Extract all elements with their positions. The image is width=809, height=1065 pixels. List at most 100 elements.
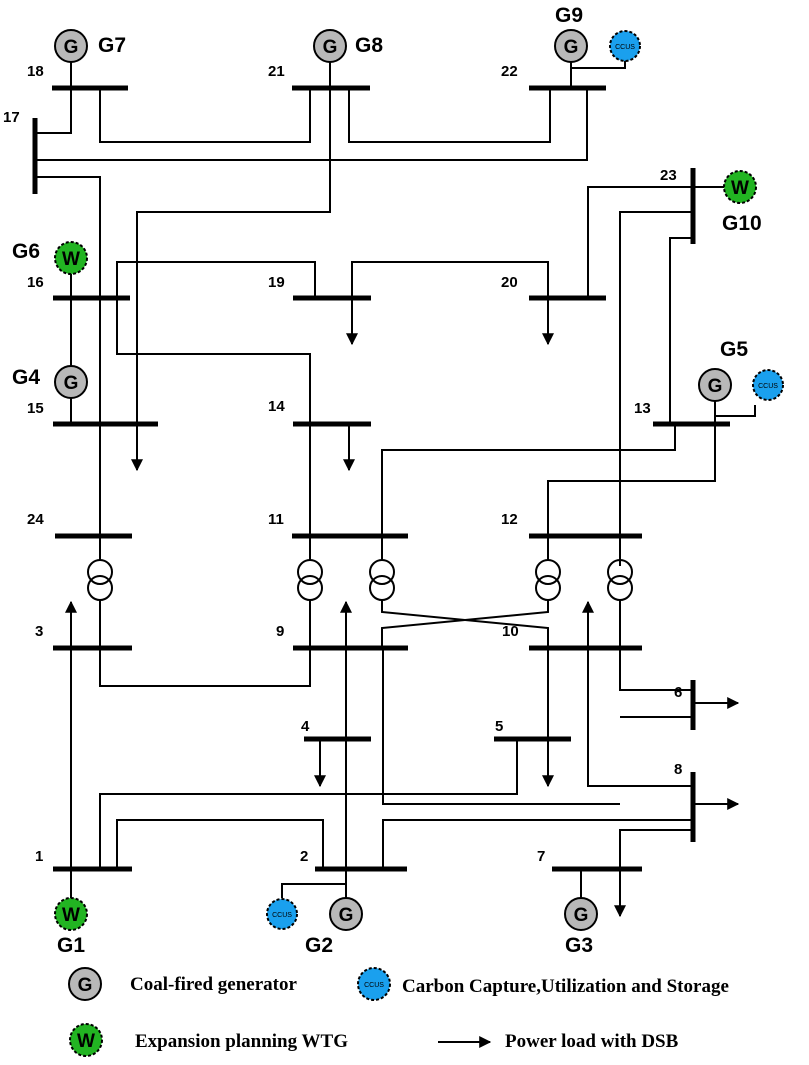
generator-label: G5	[720, 338, 748, 361]
cross-12-9	[381, 600, 549, 648]
generator-symbol-text: W	[731, 178, 749, 199]
generator-symbol-text: G	[64, 37, 79, 58]
legend-wtg-icon	[69, 1023, 103, 1057]
bus-label: 16	[27, 274, 44, 291]
transformer-24-3	[87, 559, 113, 601]
line-21-22	[348, 88, 551, 143]
legend-ccus-symbol: CCUS	[364, 982, 384, 989]
generator-symbol-text: W	[62, 249, 80, 270]
transformer-11-9	[297, 559, 323, 601]
line-21-15	[136, 88, 331, 466]
line-18-21	[99, 88, 311, 143]
legend-load-text: Power load with DSB	[505, 1031, 679, 1052]
coal-generator-icon	[564, 897, 598, 931]
generator-symbol-text: G	[64, 373, 79, 394]
legend-wtg-symbol: W	[77, 1031, 95, 1052]
bus-label: 23	[660, 167, 677, 184]
legend: G Coal-fired generator CCUS Carbon Captu…	[68, 967, 729, 1057]
line-13-11	[381, 424, 676, 536]
line-17-18	[35, 88, 72, 134]
legend-coal-icon	[68, 967, 102, 1001]
line-bus2-ccus	[281, 869, 347, 898]
generator-label: G1	[57, 934, 85, 957]
legend-coal-symbol: G	[78, 975, 93, 996]
bus-labels: 18 21 22 17 23 16 19 20 15 14 13 24 11 1…	[3, 63, 682, 865]
generator-label: G8	[355, 34, 383, 57]
generator-symbol-text: G	[339, 905, 354, 926]
generator-label: G9	[555, 4, 583, 27]
line-17-22	[35, 88, 588, 161]
transformers	[87, 559, 633, 601]
bus-label: 24	[27, 511, 44, 528]
line-22-ccus	[570, 60, 626, 88]
coal-generator-icon	[698, 368, 732, 402]
bus-label: 18	[27, 63, 44, 80]
line-20-23	[587, 186, 693, 298]
line-3-9	[99, 648, 311, 687]
line-17-24	[35, 176, 101, 536]
bus-label: 15	[27, 400, 44, 417]
line-9-8	[382, 648, 620, 805]
generator-label: G6	[12, 240, 40, 263]
bus-label: 14	[268, 398, 285, 415]
transmission-lines	[35, 60, 756, 911]
bus-label: 19	[268, 274, 285, 291]
line-13-12	[547, 424, 716, 536]
transformer-11-10	[369, 559, 395, 601]
generator-symbol-text: G	[574, 905, 589, 926]
generator-symbol-text: W	[62, 905, 80, 926]
coal-generator-icon	[554, 29, 588, 63]
ccus-icon	[266, 898, 298, 930]
line-16-19	[116, 261, 316, 298]
generator-label: G3	[565, 934, 593, 957]
line-19-20	[351, 261, 549, 298]
line-1-5	[99, 739, 518, 869]
wind-generator-icon	[54, 241, 88, 275]
bus-label: 12	[501, 511, 518, 528]
bus-label: 2	[300, 848, 308, 865]
bus-label: 4	[301, 718, 310, 735]
bus-label: 5	[495, 718, 503, 735]
line-1-2	[116, 819, 324, 869]
generator-symbol-text: G	[323, 37, 338, 58]
line-23-12	[619, 211, 693, 566]
bus-label: 9	[276, 623, 284, 640]
bus-label: 1	[35, 848, 43, 865]
transformer-12-10	[607, 559, 633, 601]
ccus-icon	[609, 30, 641, 62]
bus-label: 21	[268, 63, 285, 80]
generator-symbols: G G G CCUS W W G G CCUS W CCUS G G	[54, 29, 784, 931]
coal-generator-icon	[54, 29, 88, 63]
bus-label: 11	[268, 511, 284, 528]
bus-label: 13	[634, 400, 651, 417]
bus-bars	[32, 85, 730, 872]
bus-label: 17	[3, 109, 20, 126]
generator-label: G10	[722, 212, 762, 235]
power-load-arrows	[65, 298, 740, 918]
transformer-12-9	[535, 559, 561, 601]
bus-label: 3	[35, 623, 43, 640]
generator-label: G7	[98, 34, 126, 57]
generator-symbol-text: G	[564, 37, 579, 58]
coal-generator-icon	[313, 29, 347, 63]
ccus-label: CCUS	[758, 383, 778, 390]
bus-label: 8	[674, 761, 682, 778]
line-12-6	[619, 600, 693, 691]
ccus-icon	[752, 369, 784, 401]
generator-symbol-text: G	[708, 376, 723, 397]
legend-ccus-text: Carbon Capture,Utilization and Storage	[402, 976, 729, 997]
ccus-label: CCUS	[615, 44, 635, 51]
legend-wtg-text: Expansion planning WTG	[135, 1031, 348, 1052]
bus-label: 22	[501, 63, 518, 80]
bus-label: 10	[502, 623, 519, 640]
generator-label: G2	[305, 934, 333, 957]
ccus-label: CCUS	[272, 912, 292, 919]
bus-label: 20	[501, 274, 518, 291]
generator-labels: G7 G8 G9 G10 G6 G4 G5 G1 G2 G3	[12, 4, 762, 957]
wind-generator-icon	[723, 170, 757, 204]
legend-coal-text: Coal-fired generator	[130, 974, 297, 995]
wind-generator-icon	[54, 897, 88, 931]
line-23-13	[669, 237, 693, 424]
coal-generator-icon	[54, 365, 88, 399]
line-2-8	[382, 819, 693, 869]
